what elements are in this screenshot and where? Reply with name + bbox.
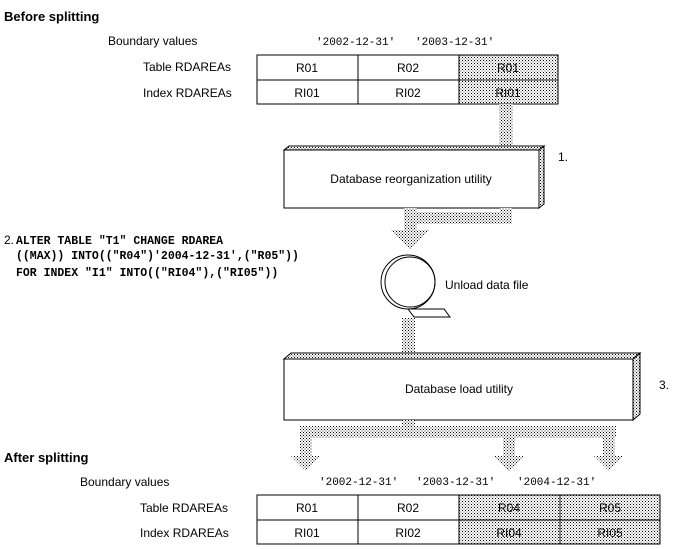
after-table-cell-text: R01 bbox=[296, 501, 318, 515]
box-front-face bbox=[283, 358, 634, 421]
load-utility-label: Database load utility bbox=[405, 382, 513, 396]
flow-arrow-head bbox=[390, 230, 430, 250]
sql-line: FOR INDEX "I1" INTO(("RI04"),("RI05")) bbox=[16, 267, 278, 280]
box-side-face bbox=[538, 144, 545, 210]
flow-arrow-head bbox=[594, 456, 624, 471]
before-index-cell-text: RI01 bbox=[294, 86, 320, 100]
after-table-cell-text: R05 bbox=[599, 501, 621, 515]
flow-connector bbox=[603, 436, 615, 456]
before-boundary-value: '2002-12-31' bbox=[316, 37, 395, 49]
box-side-face bbox=[632, 351, 641, 422]
flow-connector bbox=[404, 212, 512, 224]
step-3-number: 3. bbox=[659, 378, 669, 392]
flow-connector bbox=[503, 436, 515, 456]
after-table-cell bbox=[256, 494, 359, 521]
after-boundary-value: '2003-12-31' bbox=[416, 477, 495, 489]
after-boundary-value: '2002-12-31' bbox=[319, 477, 398, 489]
flow-arrow-head bbox=[494, 456, 524, 471]
after-heading: After splitting bbox=[4, 450, 89, 465]
flow-connector bbox=[402, 318, 415, 354]
flow-connector bbox=[402, 420, 415, 428]
after-boundary-value: '2004-12-31' bbox=[517, 477, 596, 489]
before-index-cell-text: RI02 bbox=[395, 86, 421, 100]
flow-connector bbox=[300, 426, 616, 438]
flow-arrow-head bbox=[291, 456, 321, 471]
before-boundary-label: Boundary values bbox=[108, 34, 197, 48]
before-index-cell-split bbox=[458, 79, 559, 105]
box-top-face bbox=[282, 352, 642, 360]
before-rdarea-grid bbox=[256, 54, 559, 105]
load-utility-box bbox=[282, 351, 642, 422]
after-index-cell bbox=[357, 519, 460, 545]
before-heading: Before splitting bbox=[4, 9, 99, 24]
before-index-cell bbox=[357, 79, 460, 105]
flow-connector bbox=[300, 436, 312, 456]
before-table-cell-text: R01 bbox=[497, 61, 519, 75]
sql-line: ALTER TABLE "T1" CHANGE RDAREA bbox=[16, 235, 223, 248]
flow-connector bbox=[499, 104, 513, 148]
box-front-face bbox=[283, 149, 540, 209]
box-top-face bbox=[282, 145, 546, 151]
after-table-label: Table RDAREAs bbox=[140, 501, 228, 515]
after-table-cell-text: R02 bbox=[397, 501, 419, 515]
after-index-cell-text: RI05 bbox=[597, 526, 623, 540]
after-table-cell-text: R04 bbox=[498, 501, 520, 515]
before-index-label: Index RDAREAs bbox=[143, 86, 232, 100]
before-table-cell bbox=[256, 54, 359, 81]
after-table-cell-split bbox=[458, 494, 561, 521]
flow-connector bbox=[404, 222, 417, 232]
after-index-cell-split bbox=[559, 519, 661, 545]
sql-line: ((MAX)) INTO(("R04")'2004-12-31',("R05")… bbox=[16, 250, 299, 263]
before-table-cell-text: R01 bbox=[296, 61, 318, 75]
after-index-cell-text: RI02 bbox=[395, 526, 421, 540]
before-table-label: Table RDAREAs bbox=[143, 60, 231, 74]
after-index-cell-text: RI01 bbox=[294, 526, 320, 540]
before-index-cell-text: RI01 bbox=[495, 86, 521, 100]
after-index-cell-split bbox=[458, 519, 561, 545]
step-2-number: 2. bbox=[4, 233, 14, 247]
after-boundary-label: Boundary values bbox=[80, 475, 169, 489]
reorg-utility-label: Database reorganization utility bbox=[330, 172, 491, 186]
reorg-utility-box bbox=[282, 144, 546, 210]
flow-connector bbox=[500, 208, 512, 224]
step-1-number: 1. bbox=[558, 150, 568, 164]
unload-file-label: Unload data file bbox=[445, 278, 529, 292]
after-table-cell-split bbox=[559, 494, 661, 521]
tape-reel-icon bbox=[380, 254, 451, 318]
after-index-label: Index RDAREAs bbox=[140, 526, 229, 540]
before-boundary-value: '2003-12-31' bbox=[415, 37, 494, 49]
after-index-cell-text: RI04 bbox=[496, 526, 522, 540]
before-table-cell bbox=[357, 54, 460, 81]
after-rdarea-grid bbox=[256, 494, 661, 545]
before-table-cell-text: R02 bbox=[397, 61, 419, 75]
